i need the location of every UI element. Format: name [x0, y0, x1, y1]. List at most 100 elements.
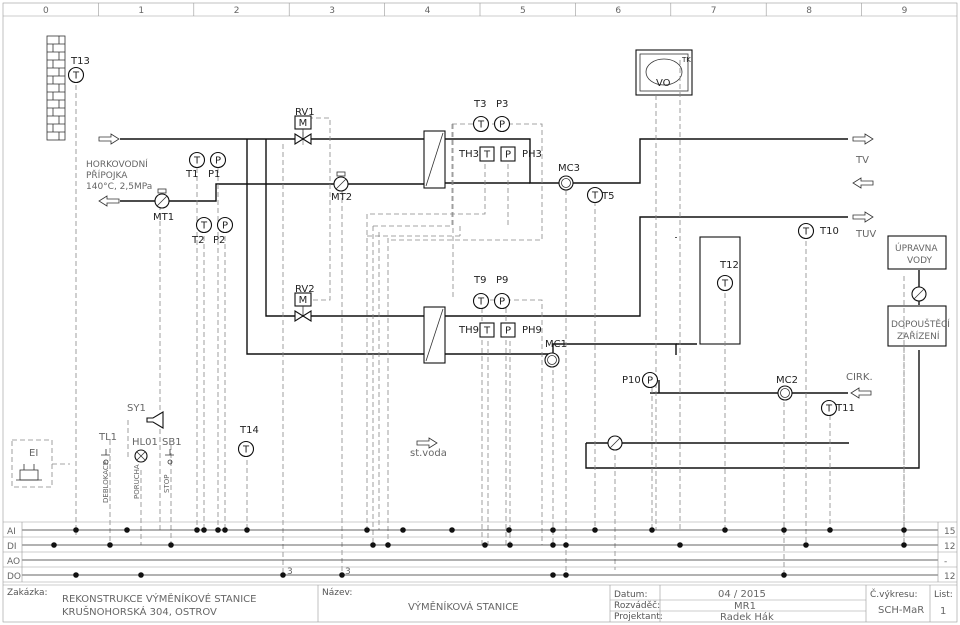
symbol-letter: T [591, 191, 599, 202]
bus-connection-dot [138, 572, 144, 578]
symbol-letter: P [222, 221, 228, 232]
label-t11: T11 [835, 403, 855, 414]
label-zarizeni: ZAŘÍZENÍ [897, 330, 940, 342]
label-vo: VO [656, 78, 671, 89]
filter-stvoda [607, 435, 623, 451]
flow-arrows [98, 133, 874, 449]
label-t9: T9 [473, 275, 486, 286]
label-mt2: MT2 [331, 192, 352, 203]
symbol-letter: T [200, 221, 208, 232]
signal-line [303, 120, 331, 301]
label-t2: T2 [191, 235, 204, 246]
bus-connection-dot [339, 572, 345, 578]
valve-letter: M [299, 295, 308, 306]
sensor-t9: T [472, 292, 490, 310]
cvykresu-label: Č.výkresu: [870, 588, 917, 600]
signal-line [302, 117, 331, 145]
ruler-number-7: 7 [711, 6, 717, 16]
sensor-t2: T [195, 216, 213, 234]
ruler-number-3: 3 [329, 6, 335, 16]
vo-unit [635, 49, 693, 96]
ruler-number-6: 6 [615, 6, 621, 16]
label-rv2: RV2 [295, 284, 315, 295]
bus-connection-dot [563, 572, 569, 578]
bus-connection-dot [550, 572, 556, 578]
sensor-p1: P [209, 151, 227, 169]
label-th9: TH9 [458, 325, 479, 336]
sensor-p2: P [216, 216, 234, 234]
label-cirk: CIRK. [846, 372, 873, 383]
bus-connection-dot [215, 527, 221, 533]
ruler-number-1: 1 [138, 6, 144, 16]
sensor-t3: T [472, 115, 490, 133]
sensor-t14: T [237, 440, 255, 458]
rozvadec-value: MR1 [734, 601, 756, 612]
symbol-letter: T [802, 227, 810, 238]
arrow-stvoda [416, 437, 438, 449]
lamp-hl01 [134, 449, 148, 463]
symbol-letter: P [647, 376, 653, 387]
symbol-letter: T [477, 120, 485, 131]
label-mc2: MC2 [776, 375, 798, 386]
signal-lines [11, 60, 905, 575]
bus-label-do: DO [7, 572, 21, 582]
button-sb1 [165, 449, 174, 465]
label-pripojka: PŘÍPOJKA [86, 169, 128, 181]
bus-connection-dot [592, 527, 598, 533]
arrow-out-return [98, 195, 120, 207]
pump-mc2 [777, 385, 793, 401]
symbol-letter: P [505, 150, 511, 161]
thermostat-th3: T [479, 146, 495, 162]
bus-connection-dot [107, 542, 113, 548]
sensor-p10: P [641, 371, 659, 389]
label-upravna: ÚPRAVNA [895, 242, 938, 254]
zakazka-line1: REKONSTRUKCE VÝMĚNÍKOVÉ STANICE [62, 592, 256, 605]
title-block: Zakázka: REKONSTRUKCE VÝMĚNÍKOVÉ STANICE… [3, 584, 957, 623]
ruler-number-2: 2 [234, 6, 240, 16]
bus-connection-dot [449, 527, 455, 533]
bus-connection-dot [677, 542, 683, 548]
bus-connection-dot [244, 527, 250, 533]
bus-count-do: 12 [944, 572, 955, 582]
ruler-number-9: 9 [902, 6, 908, 16]
tuv-tank [699, 236, 741, 345]
symbol-letter: P [499, 120, 505, 131]
nazev-value: VÝMĚNÍKOVÁ STANICE [408, 600, 519, 613]
label-horkovodni: HORKOVODNÍ [86, 158, 148, 170]
symbol-letter: P [215, 156, 221, 167]
bus-connection-dot [781, 527, 787, 533]
label-sy1: SY1 [127, 403, 146, 414]
pressure-switch-ph9: P [500, 322, 516, 338]
bus-connection-dot [201, 527, 207, 533]
bus-label-di: DI [7, 542, 17, 552]
bus-connection-dot [73, 527, 79, 533]
piping [120, 138, 920, 469]
label-stvoda: st.voda [410, 448, 447, 459]
bus-connection-dot [506, 527, 512, 533]
arrow-tv-out [852, 133, 874, 145]
bus-connection-dot [722, 527, 728, 533]
signal-line [367, 148, 486, 215]
bus-connection-dot [194, 527, 200, 533]
label-rv1: RV1 [295, 107, 315, 118]
zakazka-label: Zakázka: [7, 588, 48, 598]
label-sb1: SB1 [162, 437, 182, 448]
symbol-letter: T [193, 156, 201, 167]
bus-connection-dot [563, 542, 569, 548]
ruler-number-4: 4 [425, 6, 431, 16]
bus-count-ao: - [944, 557, 947, 567]
do-mark: 3 [287, 567, 293, 577]
ruler-number-8: 8 [806, 6, 812, 16]
label-t13: T13 [70, 56, 90, 67]
label-mc1: MC1 [545, 339, 567, 350]
bus-connection-dot [370, 542, 376, 548]
filter-upravna [911, 286, 927, 302]
building-wall [46, 35, 66, 141]
flow-meter-mt1 [154, 188, 170, 209]
bus-connection-dot [901, 527, 907, 533]
label-t5: T5 [601, 191, 614, 202]
button-tl1 [101, 449, 110, 465]
nazev-label: Název: [322, 588, 352, 598]
ei-panel [11, 439, 53, 488]
